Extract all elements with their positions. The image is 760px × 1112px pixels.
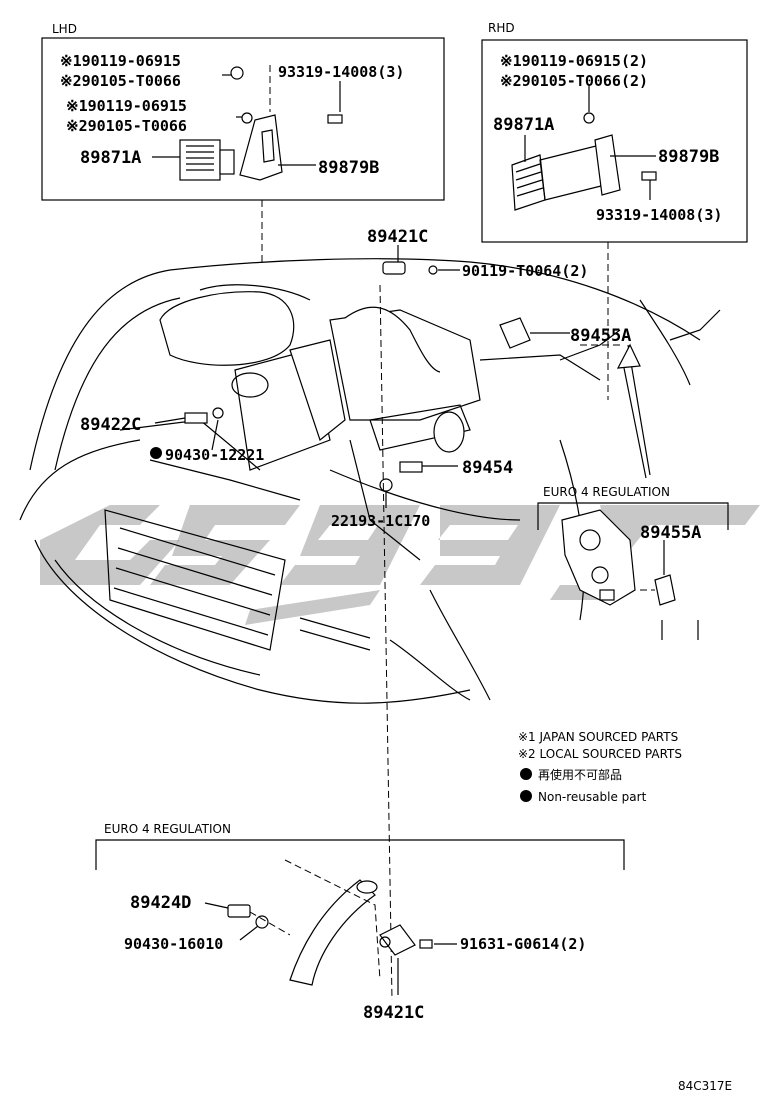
euro4-top-drawing	[561, 509, 699, 640]
euro4-top-title: EURO 4 REGULATION	[543, 485, 670, 499]
lhd-leaders	[152, 74, 341, 166]
euro4-bottom-drawing	[227, 859, 433, 986]
lhd-ecu-drawing	[179, 65, 343, 265]
bottom-bolt-label: 91631-G0614(2)	[460, 935, 586, 953]
gasket-label: 90430-12221	[165, 446, 264, 464]
map-sensor-label: 89455A	[570, 326, 631, 346]
lhd-screw-label: 93319-14008(3)	[278, 63, 404, 81]
rhd-box	[481, 39, 748, 243]
rhd-screw-label: 93319-14008(3)	[596, 206, 722, 224]
lhd-bolt-a2-label: ※290105-T0066	[60, 72, 181, 90]
rhd-ecu-drawing	[511, 112, 657, 400]
rhd-bolt-2-label: ※290105-T0066(2)	[500, 72, 648, 90]
rhd-bolt-1-label: ※190119-06915(2)	[500, 52, 648, 70]
nonreusable-dot	[150, 447, 162, 459]
lhd-bolt-b1-label: ※190119-06915	[66, 97, 187, 115]
bottom-sensor-label: 89424D	[130, 893, 191, 913]
oring-label: 22193-1C170	[331, 512, 430, 530]
euro4-bottom-bracket	[95, 839, 625, 870]
lhd-box	[41, 37, 445, 201]
knock-sensor-label: 89422C	[80, 415, 141, 435]
rhd-bracket-label: 89879B	[658, 147, 719, 167]
legend-nonreusable-en: Non-reusable part	[538, 790, 647, 804]
euro4-map-sensor-label: 89455A	[640, 523, 701, 543]
rhd-ecu-label: 89871A	[493, 115, 554, 135]
sensor-top-label: 89421C	[367, 227, 428, 247]
legend-dot-jp	[520, 768, 532, 780]
legend-nonreusable-jp: 再使用不可部品	[538, 767, 622, 782]
bolt-top-label: 90119-T0064(2)	[462, 262, 588, 280]
bottom-gasket-label: 90430-16010	[124, 935, 223, 953]
lhd-bolt-b2-label: ※290105-T0066	[66, 117, 187, 135]
rhd-leaders	[524, 85, 656, 200]
bottom-cam-sensor-label: 89421C	[363, 1003, 424, 1023]
euro4-top-bracket	[537, 502, 729, 530]
legend-note-2: ※2 LOCAL SOURCED PARTS	[518, 747, 682, 761]
lhd-ecu-label: 89871A	[80, 148, 141, 168]
legend-note-1: ※1 JAPAN SOURCED PARTS	[518, 730, 678, 744]
engine-leaders	[154, 245, 651, 508]
legend-dot-en	[520, 790, 532, 802]
rhd-box-title: RHD	[488, 21, 515, 35]
engine-part-symbols	[184, 261, 620, 1001]
lhd-bolt-a1-label: ※190119-06915	[60, 52, 181, 70]
temp-sensor-label: 89454	[462, 458, 513, 478]
watermark-logo	[40, 505, 760, 625]
lhd-bracket-label: 89879B	[318, 158, 379, 178]
euro4-bottom-title: EURO 4 REGULATION	[104, 822, 231, 836]
diagram-code: 84C317E	[678, 1079, 732, 1093]
vehicle-front-drawing	[19, 258, 721, 704]
lhd-box-title: LHD	[52, 22, 77, 36]
euro4-bottom-leaders	[204, 902, 457, 995]
